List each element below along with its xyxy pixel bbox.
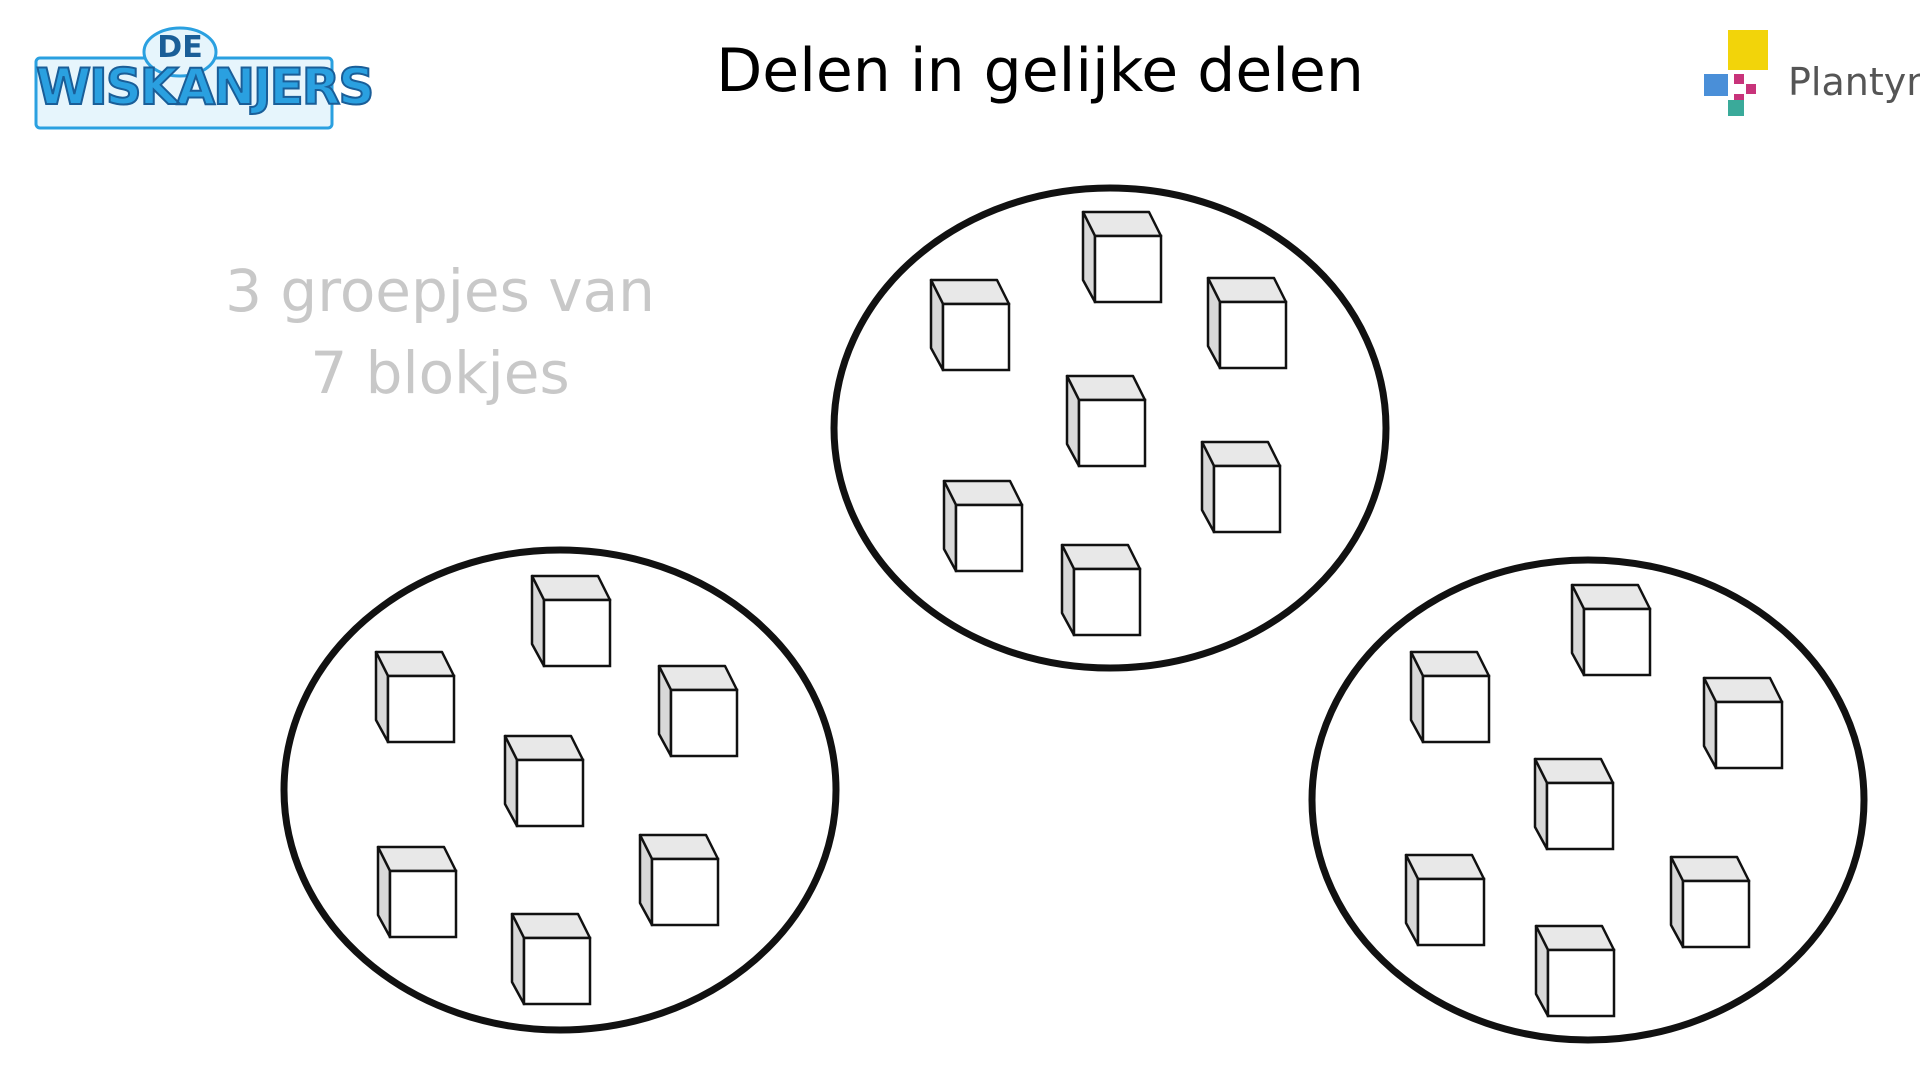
cube <box>503 734 585 828</box>
cube <box>1404 853 1486 947</box>
group-left-circle <box>280 546 840 1034</box>
group-right-circle <box>1308 556 1868 1044</box>
caption-line-1: 3 groepjes van <box>225 257 655 325</box>
caption-line-2: 7 blokjes <box>310 339 570 407</box>
group-right <box>1308 556 1868 1044</box>
cube <box>1534 924 1616 1018</box>
caption: 3 groepjes van 7 blokjes <box>180 250 700 414</box>
cube <box>1702 676 1784 770</box>
cube <box>638 833 720 927</box>
group-top-circle <box>830 184 1390 672</box>
cube <box>1533 757 1615 851</box>
wiskanjers-logo-text: WISKANJERS <box>35 57 375 117</box>
cube <box>929 278 1011 372</box>
slide-title: Delen in gelijke delen <box>716 36 1364 106</box>
wiskanjers-logo-shape <box>34 26 334 130</box>
cube <box>1081 210 1163 304</box>
cube <box>1060 543 1142 637</box>
plantyn-logo-text: Plantyn <box>1788 60 1920 104</box>
slide-title-container: Delen in gelijke delen <box>640 36 1440 106</box>
cube <box>657 664 739 758</box>
cube <box>376 845 458 939</box>
cube <box>1570 583 1652 677</box>
cube <box>1200 440 1282 534</box>
group-top <box>830 184 1390 672</box>
cube <box>1065 374 1147 468</box>
cube <box>1409 650 1491 744</box>
group-left <box>280 546 840 1034</box>
cube <box>374 650 456 744</box>
wiskanjers-logo-de: DE <box>157 30 203 65</box>
wiskanjers-logo <box>30 18 340 134</box>
cube <box>1669 855 1751 949</box>
cube <box>1206 276 1288 370</box>
plantyn-logo <box>1700 26 1910 122</box>
cube <box>942 479 1024 573</box>
plantyn-logo-mark <box>1704 30 1768 116</box>
cube <box>530 574 612 668</box>
cube <box>510 912 592 1006</box>
